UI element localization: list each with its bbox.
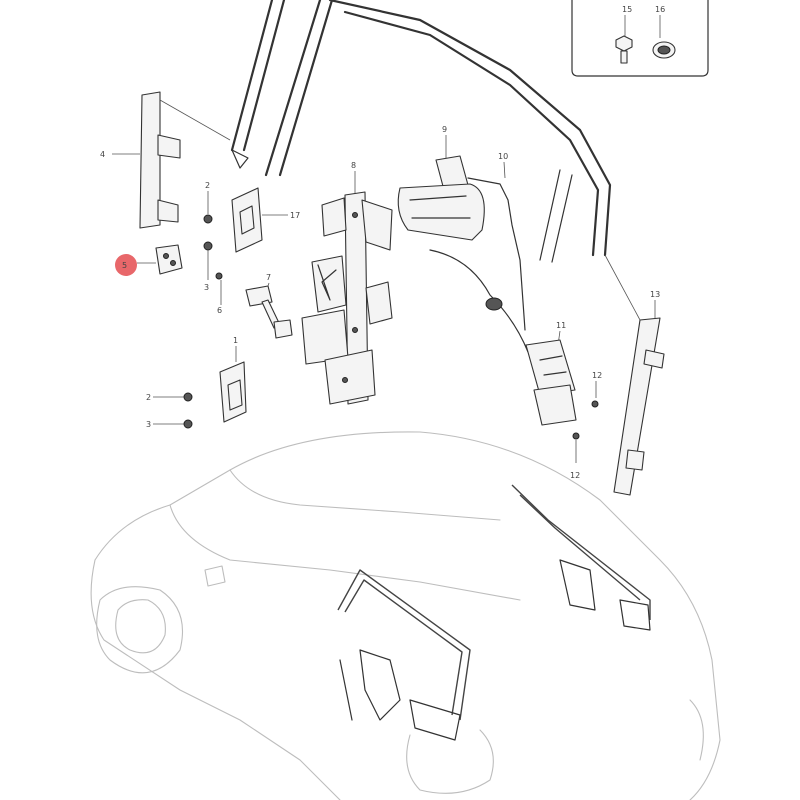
outside-handle-part-9: 9 <box>397 125 485 241</box>
lower-hinge-part-1: 1 2 3 <box>146 336 247 429</box>
upper-hinge-part-17: 17 2 3 <box>203 181 300 292</box>
rear-channel-part-13: 13 <box>604 254 665 496</box>
window-regulator-part-8: 8 <box>301 161 393 405</box>
callout-7: 7 <box>266 273 271 282</box>
callout-2-lower: 2 <box>146 393 151 402</box>
front-channel-part-4: 4 <box>100 91 231 229</box>
callout-1: 1 <box>233 336 238 345</box>
car-silhouette <box>90 431 721 800</box>
door-check-part-7: 6 7 <box>215 272 293 339</box>
callout-11: 11 <box>556 321 566 330</box>
callout-9: 9 <box>442 125 447 134</box>
callout-6: 6 <box>217 306 222 315</box>
callout-8: 8 <box>351 161 356 170</box>
callout-10: 10 <box>498 152 508 161</box>
callout-12-upper: 12 <box>592 371 602 380</box>
callout-2-upper: 2 <box>205 181 210 190</box>
callout-4: 4 <box>100 150 105 159</box>
callout-16: 16 <box>655 5 665 14</box>
callout-13: 13 <box>650 290 660 299</box>
hardware-inset-box: 15 16 <box>571 0 709 77</box>
part-5-highlighted: 5 <box>115 244 183 276</box>
callout-17: 17 <box>290 211 300 220</box>
callout-3-lower: 3 <box>146 420 151 429</box>
grommet-icon <box>652 41 676 59</box>
bolt-icon <box>615 35 633 64</box>
cable-part-10: 10 <box>429 152 529 353</box>
callout-5-highlighted: 5 <box>122 261 127 270</box>
callout-3-upper: 3 <box>204 283 209 292</box>
latch-screws-part-12: 12 12 <box>570 371 602 480</box>
callout-15: 15 <box>622 5 632 14</box>
window-frame-channel <box>230 0 612 263</box>
callout-12-lower: 12 <box>570 471 580 480</box>
door-latch-part-11: 11 <box>525 321 577 426</box>
highlight-marker-5 <box>115 254 137 276</box>
